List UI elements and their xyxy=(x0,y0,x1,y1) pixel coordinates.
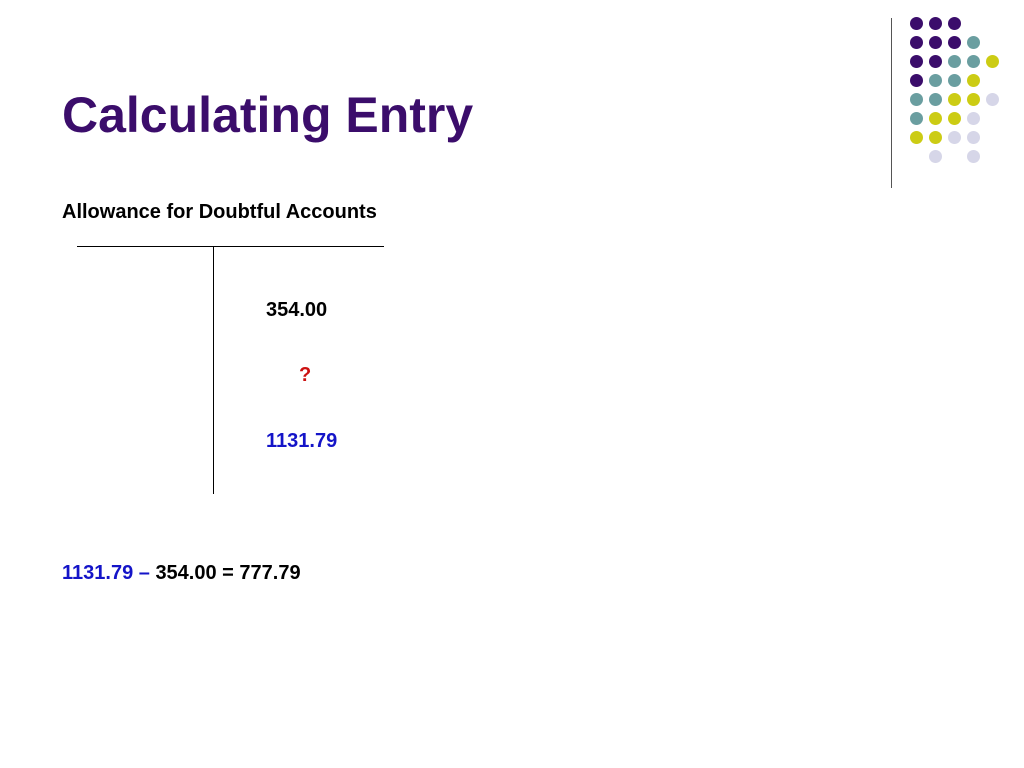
decorative-dot xyxy=(929,131,942,144)
credit-entry-balance: 354.00 xyxy=(266,299,328,321)
decorative-dot xyxy=(967,55,980,68)
decorative-vertical-rule xyxy=(891,18,892,188)
decorative-dot xyxy=(929,112,942,125)
decorative-dot xyxy=(910,17,923,30)
decorative-dot xyxy=(948,55,961,68)
decorative-dot xyxy=(910,112,923,125)
decorative-dot xyxy=(967,150,980,163)
decorative-dot xyxy=(948,36,961,49)
decorative-dot xyxy=(929,74,942,87)
decorative-dot xyxy=(967,36,980,49)
decorative-dot xyxy=(967,131,980,144)
decorative-dot xyxy=(967,112,980,125)
decorative-dot xyxy=(967,93,980,106)
decorative-dot xyxy=(948,93,961,106)
decorative-dot xyxy=(948,112,961,125)
decorative-dot xyxy=(948,74,961,87)
decorative-dot xyxy=(929,36,942,49)
decorative-dot xyxy=(986,93,999,106)
account-name: Allowance for Doubtful Accounts xyxy=(62,201,377,223)
decorative-dot xyxy=(910,93,923,106)
credit-entry-target: 1131.79 xyxy=(266,430,338,452)
credit-entry-unknown: ? xyxy=(299,364,312,386)
decorative-dot xyxy=(986,55,999,68)
slide-title: Calculating Entry xyxy=(62,87,474,143)
decorative-dot xyxy=(910,55,923,68)
decorative-dot xyxy=(910,131,923,144)
calculation-result: 354.00 = 777.79 xyxy=(155,562,301,584)
decorative-dot xyxy=(948,131,961,144)
decorative-dot xyxy=(929,93,942,106)
t-account-top-line xyxy=(77,246,384,247)
decorative-dot xyxy=(948,17,961,30)
decorative-dot xyxy=(929,17,942,30)
decorative-dot xyxy=(910,74,923,87)
decorative-dot xyxy=(929,150,942,163)
calculation-line: 1131.79 – 354.00 = 777.79 xyxy=(62,562,301,585)
decorative-dot-grid xyxy=(910,14,1010,164)
calculation-minuend: 1131.79 – xyxy=(62,562,150,584)
decorative-dot xyxy=(929,55,942,68)
decorative-dot xyxy=(910,36,923,49)
t-account-divider xyxy=(213,246,214,494)
decorative-dot xyxy=(967,74,980,87)
